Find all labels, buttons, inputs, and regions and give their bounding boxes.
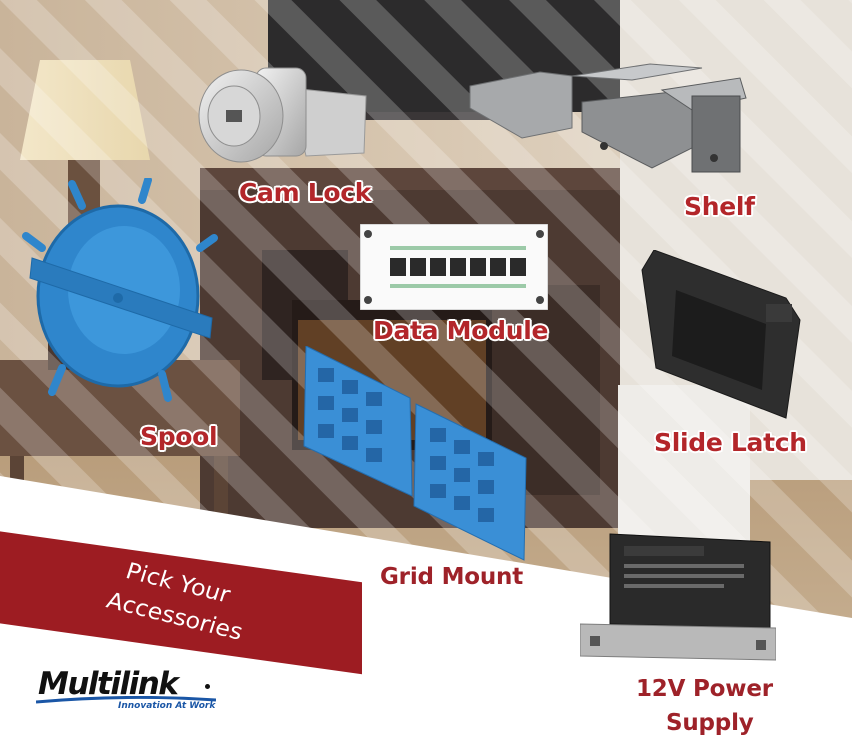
label-power-supply-line2: Supply [666, 710, 754, 736]
cam-lock-icon [198, 67, 367, 163]
label-data-module: Data Module [373, 316, 549, 345]
label-grid-mount: Grid Mount [380, 564, 524, 590]
data-module-icon [360, 224, 548, 310]
label-shelf: Shelf [684, 192, 755, 221]
logo-swoosh-icon [36, 696, 216, 704]
label-power-supply-line1: 12V Power [636, 676, 773, 702]
spool-icon [22, 178, 218, 402]
logo-tagline: Innovation At Work [118, 701, 216, 711]
logo-wordmark: Multilink [38, 666, 179, 702]
logo-dot-icon [205, 684, 210, 689]
slide-latch-icon [641, 250, 801, 419]
label-cam-lock: Cam Lock [239, 178, 372, 207]
label-spool: Spool [140, 422, 218, 451]
grid-mount-icon [303, 346, 527, 561]
label-slide-latch: Slide Latch [654, 428, 807, 457]
battery-icon [580, 533, 776, 661]
shelf-bracket-icon [469, 63, 747, 173]
